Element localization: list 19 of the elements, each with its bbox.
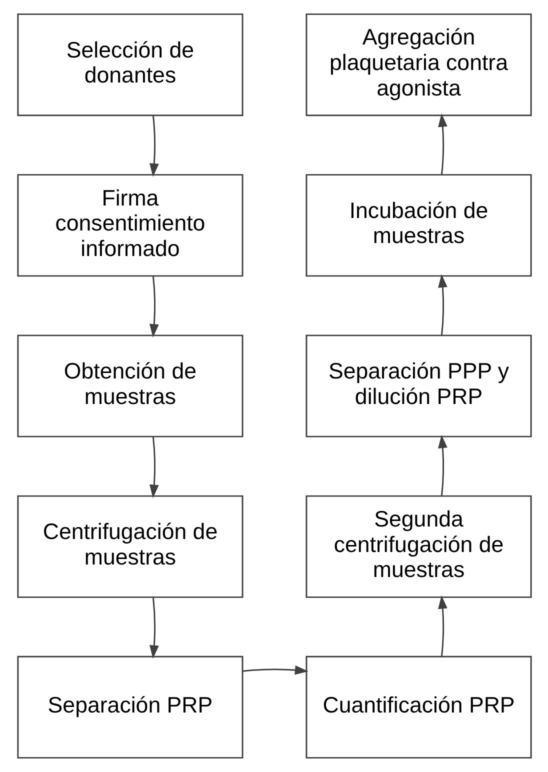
node-box: Agregación plaquetaria contra agonista <box>305 13 532 116</box>
arrow <box>149 116 158 177</box>
arrow <box>149 276 158 338</box>
arrow <box>438 595 447 657</box>
node-box: Firma consentimiento informado <box>16 174 243 277</box>
node-box: Centrifugación de muestras <box>16 495 243 598</box>
arrow <box>149 436 158 498</box>
node-box: Separación PPP y dilución PRP <box>305 334 532 438</box>
arrow <box>438 274 447 336</box>
node-box: Selección de donantes <box>16 13 243 116</box>
node-box: Cuantificación PRP <box>305 656 532 759</box>
node-box: Separación PRP <box>16 656 243 759</box>
node-box: Segunda centrifugación de muestras <box>305 495 532 598</box>
node-box: Obtención de muestras <box>16 334 243 438</box>
arrow <box>438 434 447 496</box>
node-box: Incubación de muestras <box>305 174 532 277</box>
arrow <box>438 113 447 175</box>
arrow <box>149 597 158 659</box>
arrow <box>242 665 308 675</box>
